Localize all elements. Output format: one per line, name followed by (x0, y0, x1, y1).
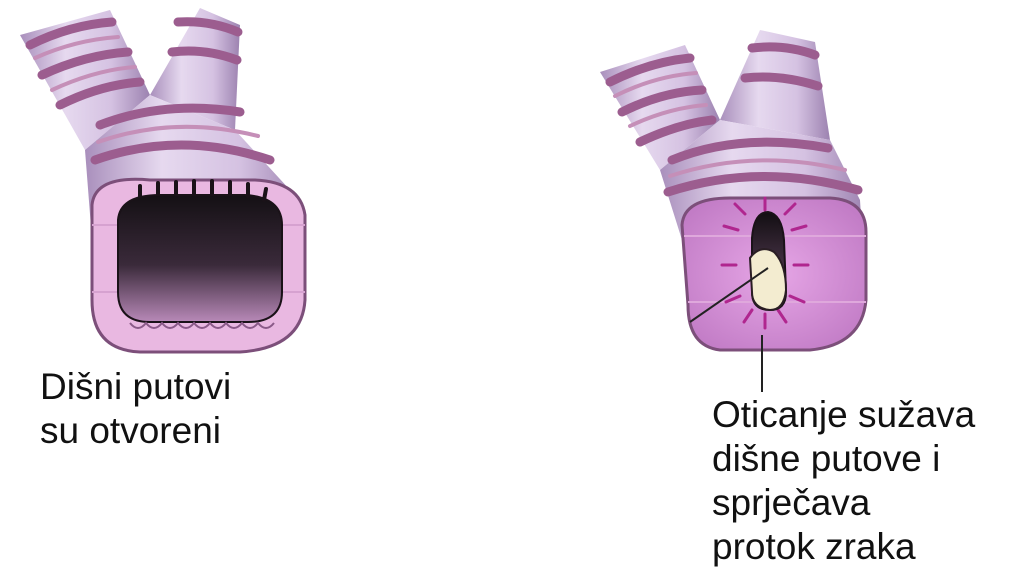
caption-swollen-line2: dišne putove i (712, 437, 975, 481)
open-airway-illustration (20, 8, 305, 352)
caption-open-line2: su otvoreni (40, 409, 231, 453)
caption-swollen-airway: Oticanje sužava dišne putove i sprječava… (712, 393, 975, 569)
caption-open-airway: Dišni putovi su otvoreni (40, 365, 231, 453)
caption-open-line1: Dišni putovi (40, 365, 231, 409)
caption-swollen-line4: protok zraka (712, 525, 975, 569)
narrowed-airway-illustration (600, 30, 866, 392)
left-airway-lumen (118, 195, 282, 322)
caption-swollen-line1: Oticanje sužava (712, 393, 975, 437)
caption-swollen-line3: sprječava (712, 481, 975, 525)
